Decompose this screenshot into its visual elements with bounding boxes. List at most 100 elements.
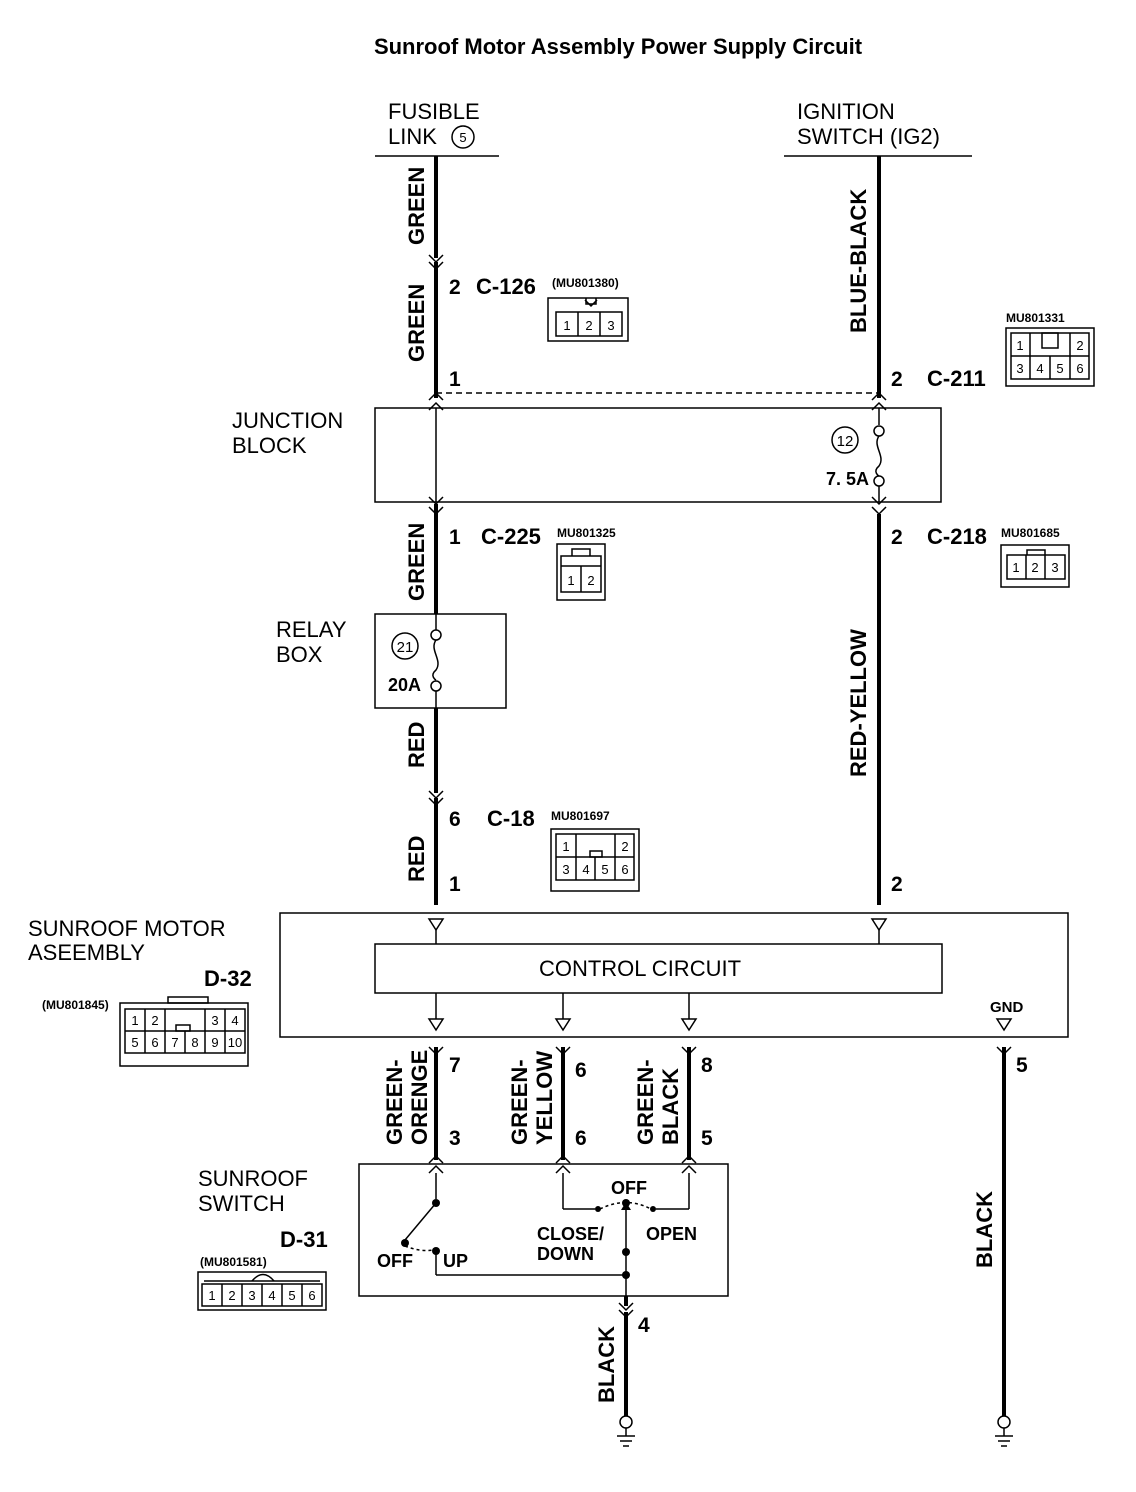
connector-c126-name: C-126	[476, 274, 536, 299]
ground-symbol-switch	[617, 1415, 635, 1447]
connector-c126-cell-3: 3	[607, 318, 614, 333]
connector-d32-cell-10: 10	[228, 1035, 242, 1050]
pin-d31-go: 3	[449, 1127, 461, 1150]
right-supply-wire	[871, 156, 887, 905]
ignition-switch-source: IGNITION SWITCH (IG2)	[784, 99, 972, 157]
control-circuit-label: CONTROL CIRCUIT	[539, 956, 741, 981]
connector-c126-face: (MU801380) 1 2 3	[547, 276, 629, 342]
connector-c218-part: MU801685	[1001, 526, 1060, 540]
wire-label-green-yellow-2: YELLOW	[532, 1051, 557, 1145]
connector-c211-cell-6: 6	[1076, 361, 1083, 376]
connector-d31-cell-6: 6	[308, 1288, 315, 1303]
connector-c218-face: MU801685 1 2 3	[1000, 526, 1070, 588]
connector-d32-cell-8: 8	[191, 1035, 198, 1050]
rb-fuse-rating: 20A	[388, 675, 421, 695]
connector-c211-face: MU801331 1 2 3 4 5 6	[1005, 311, 1095, 387]
switch-off-left: OFF	[377, 1251, 413, 1271]
connector-d31-part: (MU801581)	[200, 1255, 267, 1269]
connector-c225-cell-2: 2	[587, 573, 594, 588]
connector-d31-cell-5: 5	[288, 1288, 295, 1303]
connector-c18-cell-5: 5	[601, 862, 608, 877]
connector-c211-cell-3: 3	[1016, 361, 1023, 376]
junction-block-label-2: BLOCK	[232, 433, 307, 458]
switch-off-top: OFF	[611, 1178, 647, 1198]
junction-block: JUNCTION BLOCK 12 7. 5A	[232, 407, 942, 503]
pin-d31-gy: 6	[575, 1127, 587, 1150]
connector-c218-name: C-218	[927, 524, 987, 549]
wire-label-green-after-jb: GREEN	[404, 523, 429, 601]
connector-c126-part: (MU801380)	[552, 276, 619, 290]
pin-left-jb-in: 1	[449, 368, 461, 391]
wire-label-black-right: BLACK	[972, 1191, 997, 1268]
connector-d32-cell-5: 5	[131, 1035, 138, 1050]
connector-d31-cell-4: 4	[268, 1288, 275, 1303]
wire-label-green-orange-1: GREEN-	[382, 1059, 407, 1145]
connector-c18-part: MU801697	[551, 809, 610, 823]
motor-label: SUNROOF MOTOR	[28, 916, 226, 941]
wire-label-green-black-1: GREEN-	[633, 1059, 658, 1145]
connector-d31-cell-2: 2	[228, 1288, 235, 1303]
connector-c18-cell-3: 3	[562, 862, 569, 877]
connector-d32-face: (MU801845) 1 2 3 4 5 6 7 8 9 10	[42, 996, 249, 1067]
connector-d32-cell-2: 2	[151, 1013, 158, 1028]
ground-symbol-motor	[995, 1415, 1013, 1447]
motor-switch-wires	[428, 1046, 1012, 1416]
connector-c218-cell-3: 3	[1051, 560, 1058, 575]
connector-d32-cell-9: 9	[211, 1035, 218, 1050]
connector-c218-cell-2: 2	[1031, 560, 1038, 575]
wire-label-blue-black: BLUE-BLACK	[846, 189, 871, 333]
diagram-title: Sunroof Motor Assembly Power Supply Circ…	[374, 34, 863, 59]
rb-fuse-number: 21	[397, 639, 414, 656]
wire-label-green-yellow-1: GREEN-	[507, 1059, 532, 1145]
connector-d31-face: (MU801581) 1 2 3 4 5 6	[197, 1255, 327, 1311]
fusible-link-label-2: LINK	[388, 124, 437, 149]
connector-d31-cell-1: 1	[208, 1288, 215, 1303]
connector-c211-part: MU801331	[1006, 311, 1065, 325]
connector-c18-name: C-18	[487, 806, 535, 831]
switch-up: UP	[443, 1251, 468, 1271]
ignition-switch-label-2: SWITCH (IG2)	[797, 124, 940, 149]
junction-block-label: JUNCTION	[232, 408, 343, 433]
switch-label: SUNROOF	[198, 1166, 308, 1191]
pin-d32-right: 2	[891, 873, 903, 896]
pin-c218: 2	[891, 526, 903, 549]
switch-id: D-31	[280, 1227, 328, 1252]
connector-d32-cell-3: 3	[211, 1013, 218, 1028]
pin-c211: 2	[891, 368, 903, 391]
switch-ground-wire	[618, 1296, 634, 1416]
connector-c126-cell-1: 1	[563, 318, 570, 333]
switch-close-down-2: DOWN	[537, 1244, 594, 1264]
control-circuit-box	[374, 943, 943, 994]
connector-c18-cell-6: 6	[621, 862, 628, 877]
switch-label-2: SWITCH	[198, 1191, 285, 1216]
wire-label-green-mid: GREEN	[404, 284, 429, 362]
wire-label-green-orange-2: ORENGE	[407, 1050, 432, 1145]
connector-c18-face: MU801697 1 2 3 4 5 6	[550, 809, 640, 892]
pin-c126: 2	[449, 276, 461, 299]
connector-c211-cell-1: 1	[1016, 338, 1023, 353]
fusible-link-source: FUSIBLE LINK 5	[375, 99, 499, 157]
wire-label-green-black-2: BLACK	[658, 1068, 683, 1145]
connector-c225-cell-1: 1	[567, 573, 574, 588]
relay-box-label: RELAY	[276, 617, 347, 642]
sunroof-motor-assembly: SUNROOF MOTOR ASEEMBLY D-32 CONTROL CIRC…	[28, 912, 1069, 1038]
pin-c18: 6	[449, 808, 461, 831]
connector-c18-cell-2: 2	[621, 839, 628, 854]
pin-d32-gy: 6	[575, 1059, 587, 1082]
wire-label-black-bottom: BLACK	[594, 1326, 619, 1403]
connector-d32-cell-7: 7	[171, 1035, 178, 1050]
motor-id: D-32	[204, 966, 252, 991]
pin-d32-gb: 8	[701, 1054, 713, 1077]
connector-d32-cell-1: 1	[131, 1013, 138, 1028]
pin-d32-gnd: 5	[1016, 1054, 1028, 1077]
relay-box: RELAY BOX 21 20A	[276, 613, 507, 709]
connector-c211-cell-4: 4	[1036, 361, 1043, 376]
connector-c211-cell-5: 5	[1056, 361, 1063, 376]
fusible-link-label: FUSIBLE	[388, 99, 480, 124]
connector-c18-cell-4: 4	[582, 862, 589, 877]
pin-d32-left: 1	[449, 873, 461, 896]
switch-close-down: CLOSE/	[537, 1224, 604, 1244]
connector-c211-cell-2: 2	[1076, 338, 1083, 353]
wire-label-red-2: RED	[404, 836, 429, 882]
